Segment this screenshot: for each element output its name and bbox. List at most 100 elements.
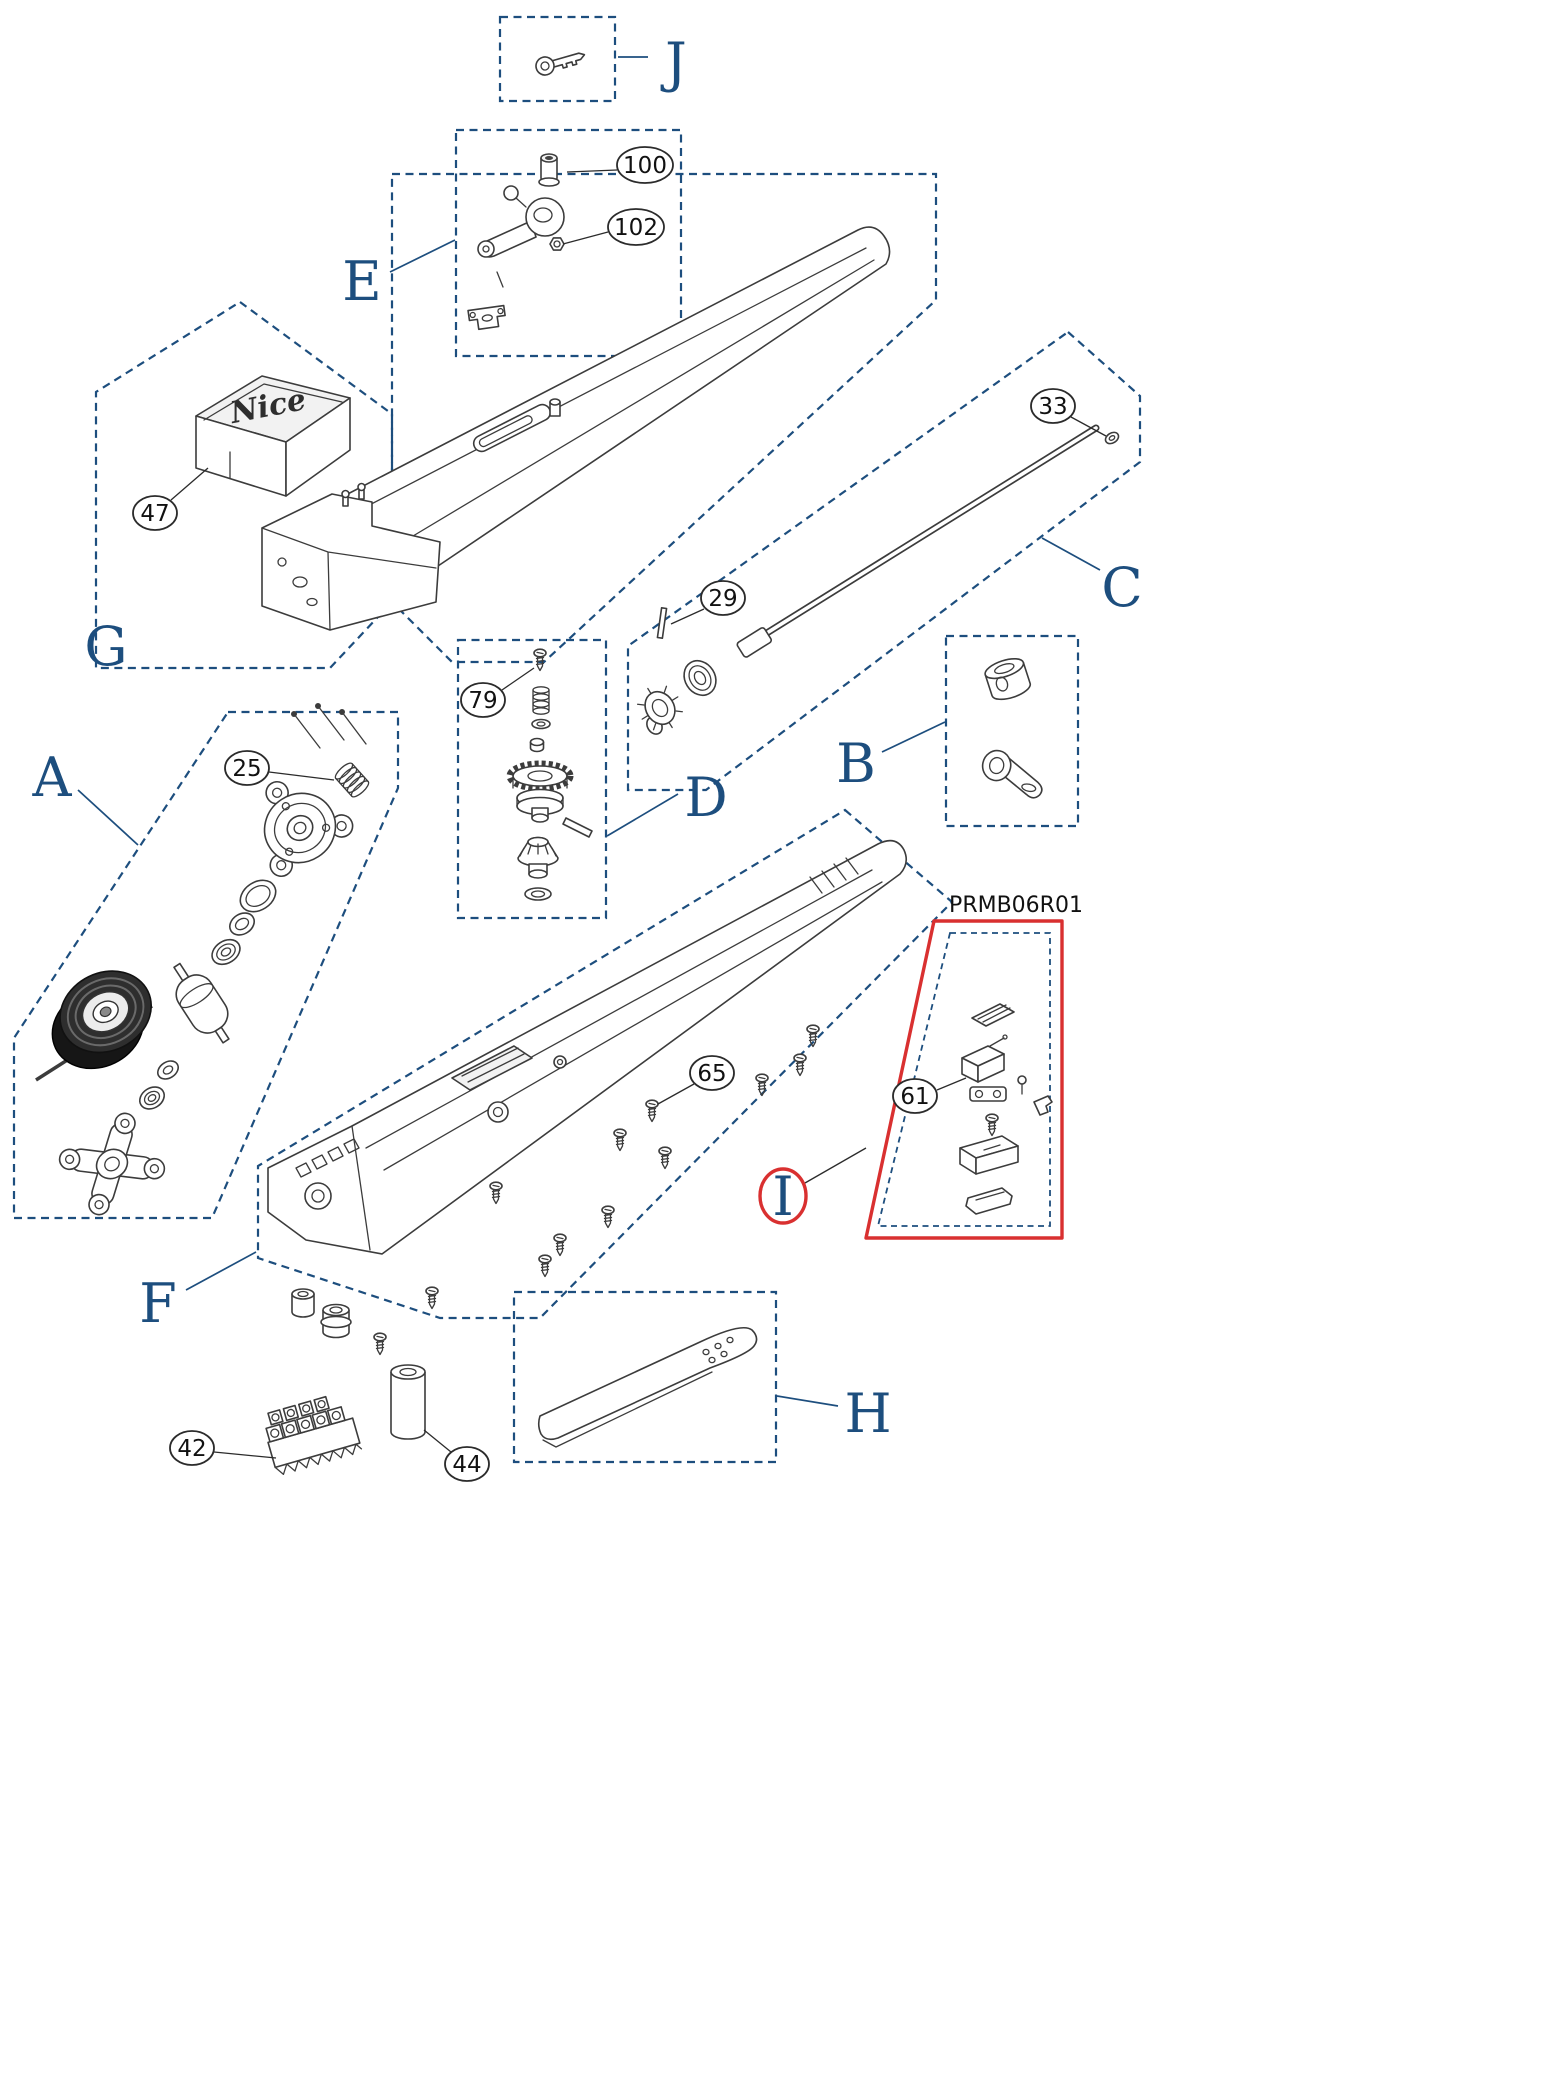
callout-33-number: 33 xyxy=(1038,394,1067,420)
section-i-inner-outline xyxy=(876,932,1051,1227)
section-d-leader xyxy=(606,793,679,837)
switch-support-part xyxy=(959,1135,1019,1175)
motor-screws xyxy=(291,703,367,749)
callout-102: 102 xyxy=(562,208,665,246)
callout-44: 44 xyxy=(423,1429,490,1482)
section-i-highlight-box xyxy=(864,919,1064,1240)
rod-sleeve xyxy=(736,627,773,658)
o-ring-part xyxy=(239,879,277,913)
front-flange-part xyxy=(58,1112,166,1216)
section-labels: J E G C B D A F H I xyxy=(32,31,1143,1445)
callout-61: 61 xyxy=(892,1077,967,1114)
drive-rod-assembly xyxy=(636,424,1120,735)
lock-nut-part xyxy=(549,237,565,251)
washer-part xyxy=(229,912,255,936)
terminal-cutouts xyxy=(295,1138,360,1178)
switch-bracket-part xyxy=(969,1086,1007,1102)
bushing-key-set xyxy=(981,657,1043,799)
callout-61-number: 61 xyxy=(900,1084,929,1110)
brake-drum-part xyxy=(51,970,153,1070)
microswitch-part xyxy=(961,1034,1008,1083)
section-c-label: C xyxy=(1101,556,1142,619)
bearing-part xyxy=(139,1086,165,1110)
gear-cap xyxy=(529,737,545,753)
rod-end-cap xyxy=(1104,431,1120,445)
lock-cylinder-part xyxy=(538,153,560,187)
section-c-outline xyxy=(626,330,1142,792)
bevel-pinion-part xyxy=(636,685,684,735)
section-e-leader xyxy=(389,239,456,273)
bushing-part xyxy=(984,657,1032,701)
rating-label xyxy=(451,1045,533,1091)
lock-bracket-part xyxy=(467,304,506,331)
gear-washer xyxy=(531,718,551,730)
callout-47: 47 xyxy=(132,467,209,531)
worm-spring-part xyxy=(334,762,370,798)
callout-44-number: 44 xyxy=(452,1452,481,1478)
section-j-label: J xyxy=(660,31,687,94)
release-lever-assembly xyxy=(467,153,565,331)
section-e-outline xyxy=(454,128,683,358)
section-i-label: I xyxy=(772,1165,793,1228)
callout-42-number: 42 xyxy=(177,1436,206,1462)
section-d-outline xyxy=(456,638,608,920)
arm-bracket-part xyxy=(537,1326,758,1448)
washer-part xyxy=(156,1060,180,1080)
callout-25-number: 25 xyxy=(232,756,261,782)
chassis-base-part xyxy=(267,839,908,1255)
release-key-part xyxy=(535,52,586,76)
section-e-label: E xyxy=(342,250,381,313)
section-h-label: H xyxy=(844,1382,891,1445)
cam-key-part xyxy=(981,749,1043,799)
rod-bearing xyxy=(683,659,717,697)
cable-grommet-part xyxy=(291,1288,315,1318)
section-f-leader xyxy=(185,1251,257,1291)
lever-handle-part xyxy=(477,185,565,258)
beam-pivot-post xyxy=(549,398,561,417)
section-h-leader xyxy=(776,1395,839,1407)
kit-cover-part xyxy=(971,1003,1015,1027)
section-d-label: D xyxy=(684,766,727,829)
part-code-label: PRMB06R01 xyxy=(949,893,1083,918)
gear-screw xyxy=(533,648,547,672)
bearing-part xyxy=(211,938,241,966)
beam-top-pins xyxy=(341,482,366,507)
section-i-circle xyxy=(758,1167,808,1225)
callout-47-number: 47 xyxy=(140,501,169,527)
section-b-leader xyxy=(881,721,946,753)
motor-cover-part: Nice xyxy=(195,375,351,497)
callout-29-number: 29 xyxy=(708,586,737,612)
gear-ring xyxy=(524,887,552,901)
grip-ribs xyxy=(809,857,859,894)
callout-102-number: 102 xyxy=(614,215,658,241)
limit-switch-kit xyxy=(959,1003,1053,1215)
section-a-label: A xyxy=(32,746,73,809)
capacitor-part xyxy=(390,1364,426,1440)
callout-25: 25 xyxy=(224,750,335,786)
motor-end-bell-part xyxy=(263,780,354,878)
callout-100-number: 100 xyxy=(623,153,667,179)
section-c-leader xyxy=(1041,537,1101,571)
callout-29: 29 xyxy=(670,580,746,625)
section-g-label: G xyxy=(84,615,127,678)
switch-clip-part xyxy=(965,1187,1013,1215)
callout-79: 79 xyxy=(460,667,535,718)
section-a-leader xyxy=(77,789,139,846)
switch-lever-part xyxy=(1033,1095,1053,1116)
section-i-label-group: I xyxy=(758,1147,867,1228)
cable-gland-part xyxy=(320,1303,352,1339)
kit-screw xyxy=(985,1113,999,1137)
section-g-outline xyxy=(94,300,394,670)
callout-65-number: 65 xyxy=(697,1061,726,1087)
gear-spring xyxy=(532,686,550,715)
kit-screw-small xyxy=(1017,1075,1027,1095)
callout-100: 100 xyxy=(566,146,674,184)
gearbox-stack xyxy=(506,648,593,901)
section-outlines xyxy=(12,15,1142,1464)
section-f-outline xyxy=(256,808,954,1320)
section-b-label: B xyxy=(836,732,876,795)
main-gear-part xyxy=(506,760,574,823)
section-j-outline xyxy=(498,15,617,103)
lock-pin-part xyxy=(496,271,504,288)
callout-33: 33 xyxy=(1030,388,1107,437)
